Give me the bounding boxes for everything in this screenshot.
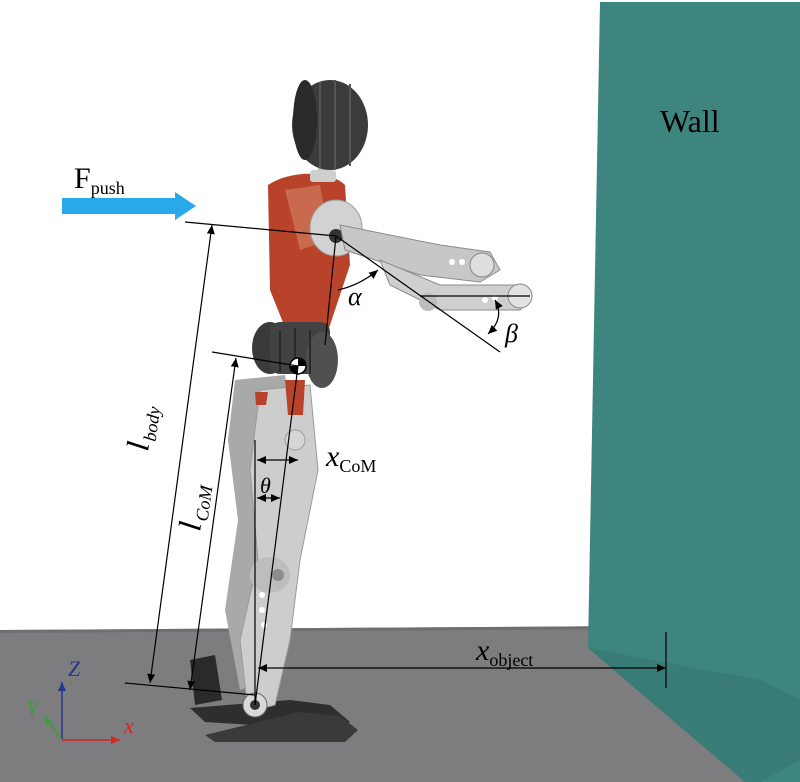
z-axis-label: Z — [68, 656, 81, 681]
x-com-label: xCoM — [325, 440, 376, 476]
beta-label: β — [504, 319, 518, 348]
wall[interactable] — [588, 2, 800, 782]
l-body-label: lbody — [119, 403, 164, 454]
annotations — [124, 221, 667, 706]
coordinate-frame: Z x Y — [26, 656, 134, 744]
l-body-dimension — [147, 224, 215, 684]
push-force-arrow — [62, 192, 196, 220]
theta-label: θ — [260, 473, 271, 498]
wall-label: Wall — [660, 103, 720, 139]
y-axis — [43, 715, 63, 741]
wall-shadow — [588, 648, 800, 782]
hip-accent — [285, 380, 305, 415]
robot — [190, 80, 533, 742]
x-object-label: xobject — [475, 634, 533, 670]
hip-actuator-front — [306, 332, 338, 388]
x-axis-label: x — [123, 713, 134, 738]
l-com-label: lCoM — [171, 481, 216, 534]
upper-arm-rear — [339, 224, 501, 283]
alpha-label: α — [348, 282, 363, 311]
l-com-dimension — [187, 357, 239, 691]
front-foot — [205, 712, 358, 742]
push-force-label: Fpush — [74, 162, 125, 198]
y-axis-label: Y — [26, 696, 41, 721]
